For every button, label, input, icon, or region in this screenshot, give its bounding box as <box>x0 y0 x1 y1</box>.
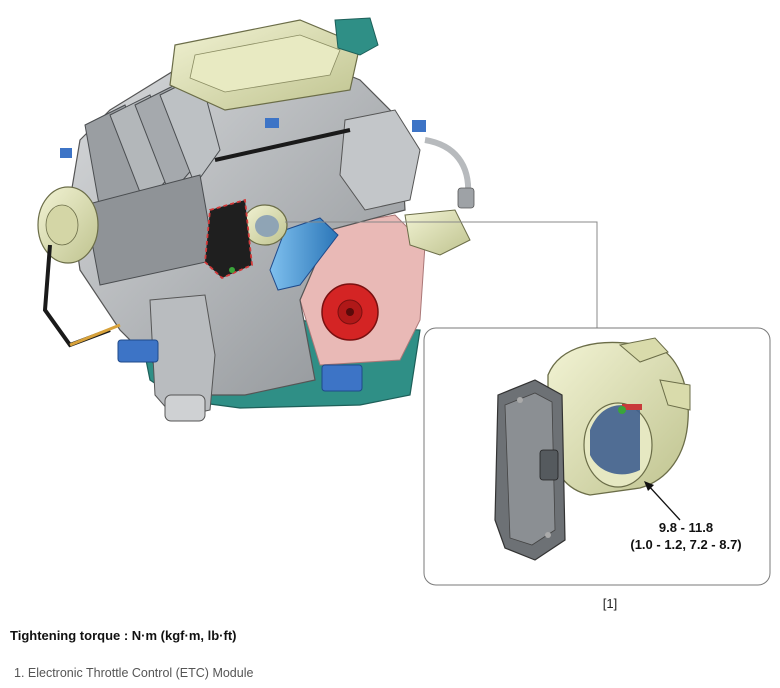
legend-item: 1. Electronic Throttle Control (ETC) Mod… <box>14 666 254 680</box>
callout-leader <box>285 221 598 328</box>
oil-filter-housing <box>149 294 216 419</box>
coolant-pipe <box>404 209 471 256</box>
torque-callout-label: 9.8 - 11.8 (1.0 - 1.2, 7.2 - 8.7) <box>596 519 776 553</box>
vent-hose <box>424 137 472 196</box>
torque-value: 9.8 - 11.8 <box>658 520 714 535</box>
intake-manifold <box>84 74 221 286</box>
alternator <box>37 186 99 264</box>
intake-hose <box>269 217 339 291</box>
torque-arrow <box>646 483 681 521</box>
blue-bracket <box>117 339 159 363</box>
engine-illustration <box>37 17 771 586</box>
figure-reference: [1] <box>602 596 618 611</box>
torque-heading: Tightening torque : N·m (kgf·m, lb·ft) <box>10 628 237 643</box>
component-legend: 1. Electronic Throttle Control (ETC) Mod… <box>14 666 253 680</box>
etc-detail <box>494 337 691 561</box>
etc-module-highlight <box>204 198 253 280</box>
vacuum-pump <box>339 109 421 211</box>
engine-assembly <box>37 17 475 422</box>
crankshaft-pulley <box>321 283 379 341</box>
engine-figure: 9.8 - 11.8 (1.0 - 1.2, 7.2 - 8.7) [1] <box>37 17 776 611</box>
oil-filler-cap <box>334 17 379 56</box>
torque-arrow-head <box>644 481 654 491</box>
black-hose <box>214 128 351 162</box>
torque-alt-units: (1.0 - 1.2, 7.2 - 8.7) <box>630 537 742 552</box>
